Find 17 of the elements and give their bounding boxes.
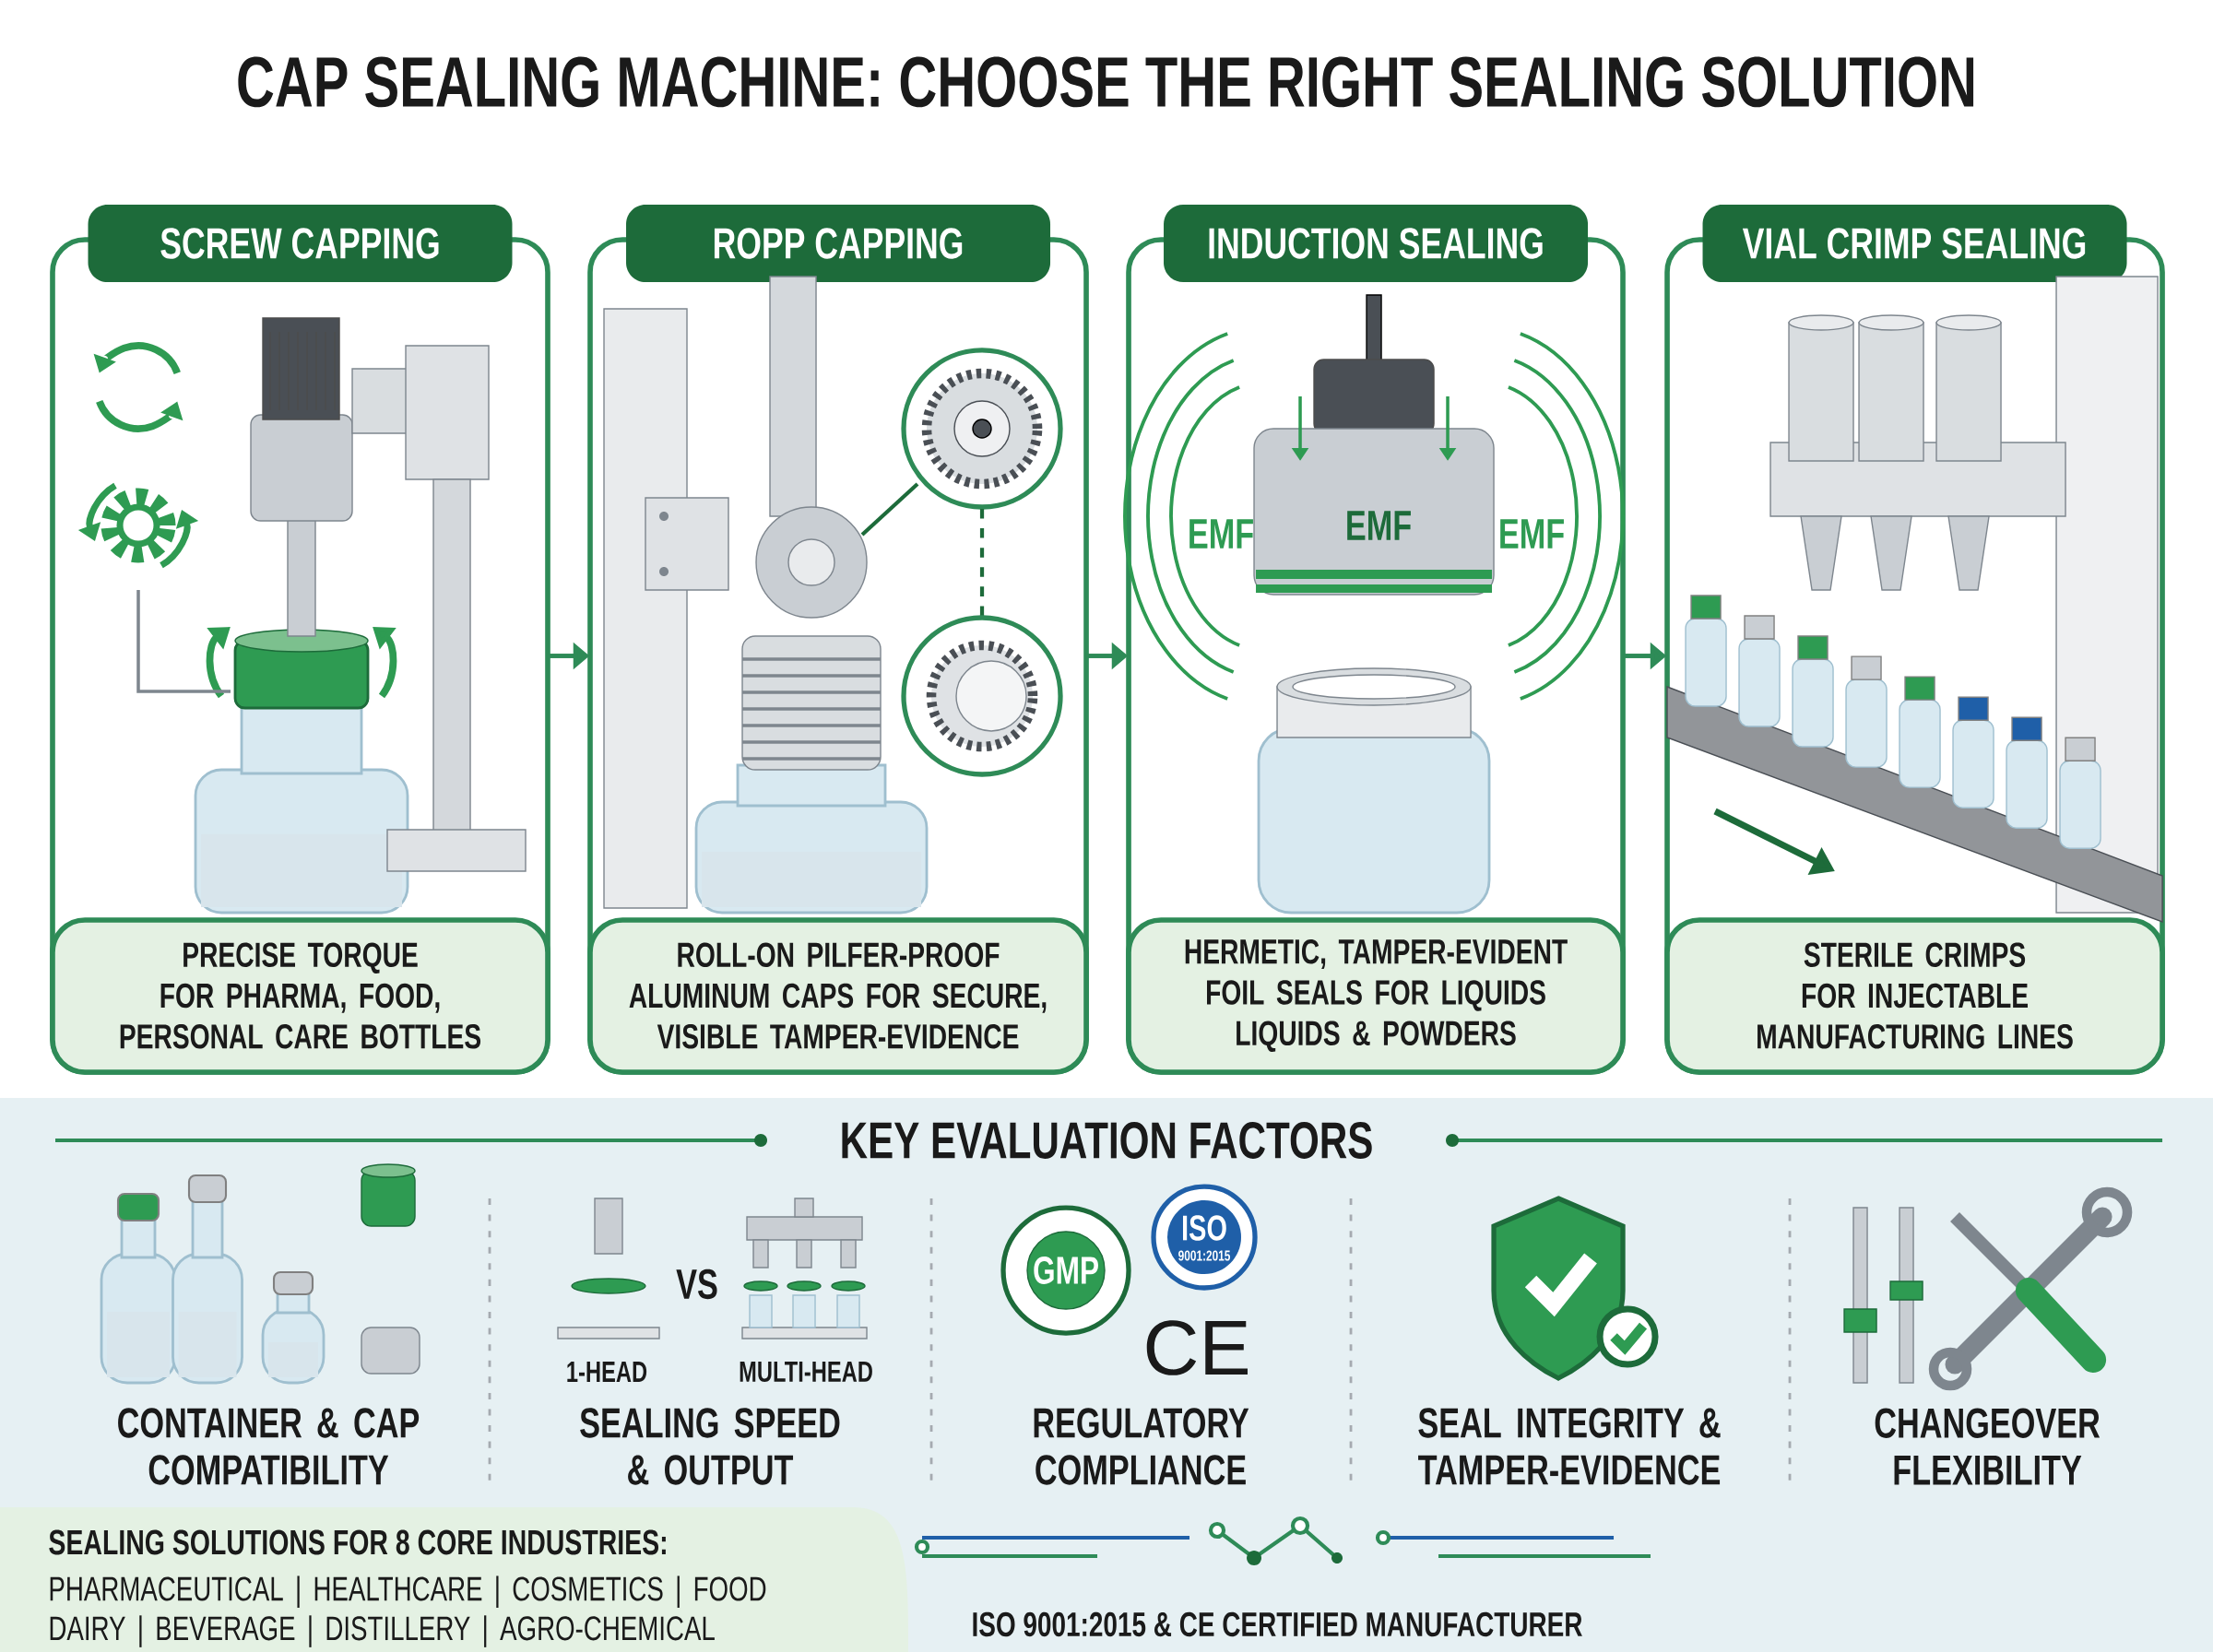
certification-note: ISO 9001:2015 & CE CERTIFIED MANUFACTURER — [973, 1611, 1582, 1637]
title: CAP SEALING MACHINE: CHOOSE THE RIGHT SEALING SOLUTION — [238, 56, 1974, 108]
section-heading: KEY EVALUATION FACTORS — [842, 1122, 1372, 1159]
caption: VS — [676, 1268, 717, 1300]
field-label: EMF — [1189, 519, 1253, 549]
field-label: EMF — [1500, 519, 1564, 549]
industries-banner: SEALING SOLUTIONS FOR 8 CORE INDUSTRIES: PHARMACEUTICAL | HEALTHCARE | COSMETICS | FOOD DAIRY | BEVERAGE | DISTILLERY | AGRO-CHEMICAL — [0, 1507, 908, 1652]
factor-title: REGULATORY COMPLIANCE — [1034, 1408, 1249, 1485]
factor-title: CHANGEOVER FLEXIBILITY — [1875, 1408, 2101, 1485]
ce-mark: CE — [1146, 1320, 1248, 1375]
caption: MULTI-HEAD — [740, 1361, 872, 1383]
caption: 1-HEAD — [567, 1362, 647, 1382]
field-label: EMF — [1347, 511, 1411, 540]
badge-text: 9001:2015 — [1178, 1250, 1231, 1261]
factor-title: SEAL INTEGRITY & TAMPER-EVIDENCE — [1418, 1408, 1721, 1485]
badge-text: ISO — [1183, 1215, 1226, 1241]
badge-text: GMP — [1034, 1257, 1098, 1284]
